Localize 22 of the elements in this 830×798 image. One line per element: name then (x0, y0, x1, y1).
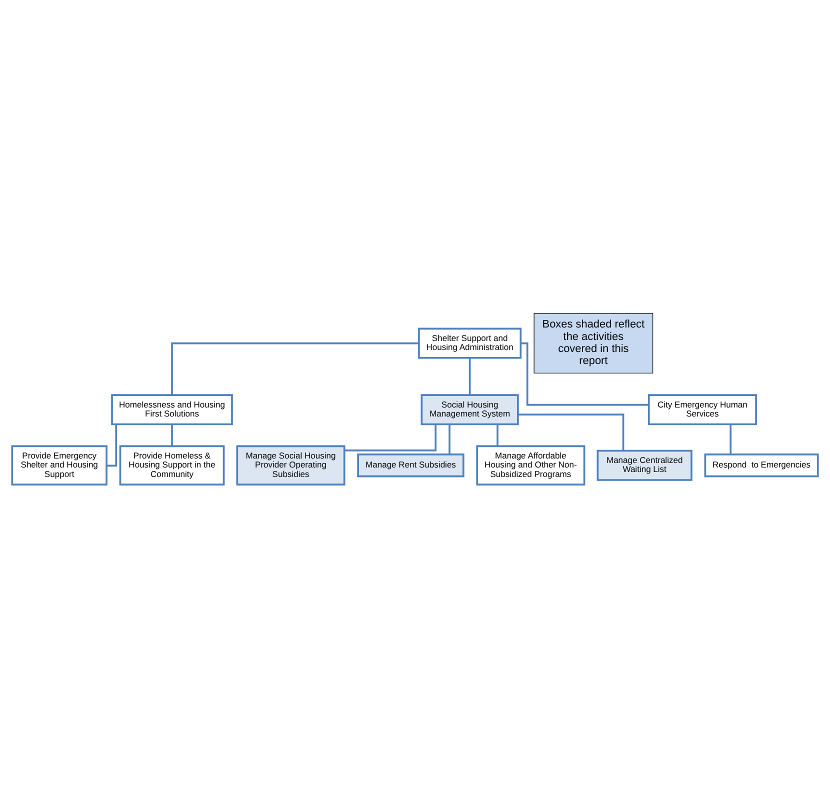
connector (496, 424, 498, 446)
node-box: Manage Rent Subsidies (357, 454, 464, 478)
connector (344, 424, 437, 452)
node-box: Manage Social Housing Provider Operating Subsidies (236, 445, 346, 486)
connector (448, 424, 450, 454)
node-box: Homelessness and Housing First Solutions (111, 394, 233, 426)
node-box: City Emergency Human Services (648, 394, 757, 426)
node-box: Manage Centralized Waiting List (596, 450, 692, 481)
node-box: Shelter Support and Housing Administration (418, 328, 522, 359)
connector (518, 414, 624, 451)
connector (171, 342, 419, 395)
node-box: Respond to Emergencies (704, 454, 819, 478)
connector (171, 424, 173, 446)
connector (520, 342, 649, 406)
connector (730, 424, 732, 454)
node-box: Manage Affordable Housing and Other Non-Subsidized Programs (476, 445, 586, 486)
node-box: Provide Emergency Shelter and Housing Support (11, 445, 108, 486)
node-box: Provide Homeless & Housing Support in the Community (119, 445, 225, 486)
node-box: Boxes shaded reflect the activities covered in this report (534, 313, 654, 374)
connector (468, 358, 471, 395)
node-box: Social Housing Management System (420, 394, 519, 426)
connector (106, 424, 118, 467)
